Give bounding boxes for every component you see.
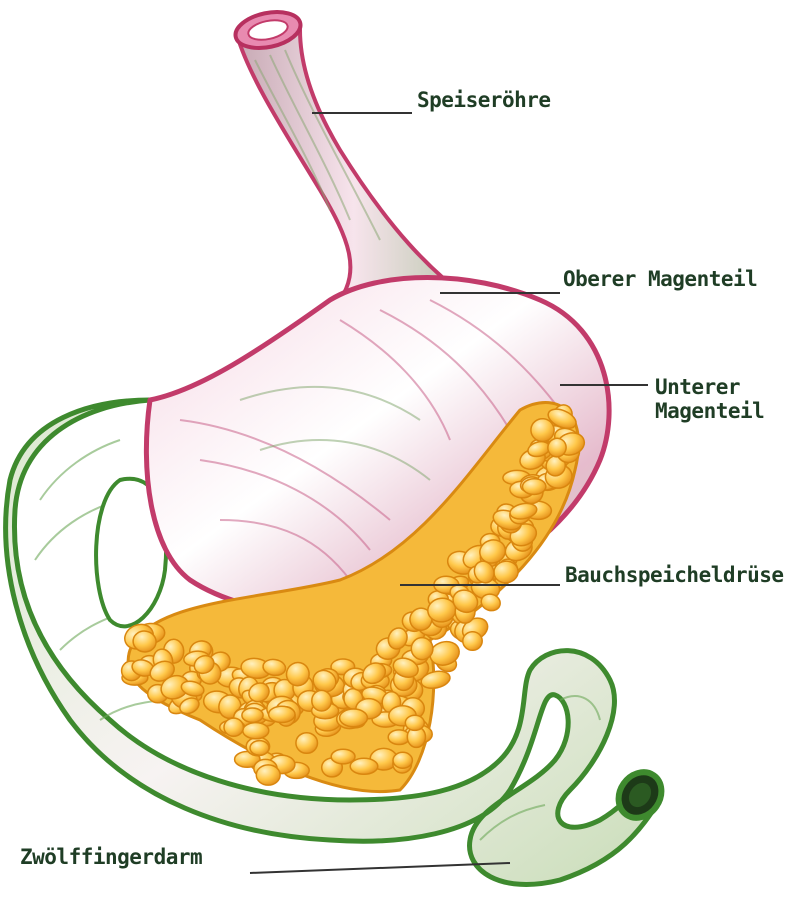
leader-line-zwoelffingerdarm <box>250 863 510 873</box>
label-unterer-magenteil-line2: Magenteil <box>655 399 764 423</box>
pancreas-lobule <box>340 709 368 727</box>
pancreas-lobule <box>296 733 318 754</box>
pancreas-lobule <box>269 706 295 722</box>
pancreas-lobule <box>256 765 280 785</box>
label-speiseroehre: Speiseröhre <box>417 88 551 112</box>
pancreas-lobule <box>405 715 424 730</box>
label-unterer-magenteil: Unterer Magenteil <box>655 375 764 423</box>
pancreas-lobule <box>224 718 243 736</box>
pancreas-lobule <box>462 631 483 651</box>
pancreas-lobule <box>250 741 269 756</box>
label-unterer-magenteil-line1: Unterer <box>655 375 764 399</box>
pancreas-lobule <box>393 752 412 768</box>
label-bauchspeicheldruese: Bauchspeicheldrüse <box>565 563 784 587</box>
label-oberer-magenteil: Oberer Magenteil <box>563 267 757 291</box>
pancreas-lobule <box>243 723 269 739</box>
pancreas-lobule <box>242 708 263 722</box>
label-zwoelffingerdarm: Zwölffingerdarm <box>20 845 202 869</box>
pancreas-lobule <box>312 690 332 711</box>
esophagus-shape <box>232 7 470 300</box>
pancreas-lobule <box>331 749 355 764</box>
pancreas-lobule <box>522 478 546 494</box>
pancreas-lobule <box>350 758 378 774</box>
